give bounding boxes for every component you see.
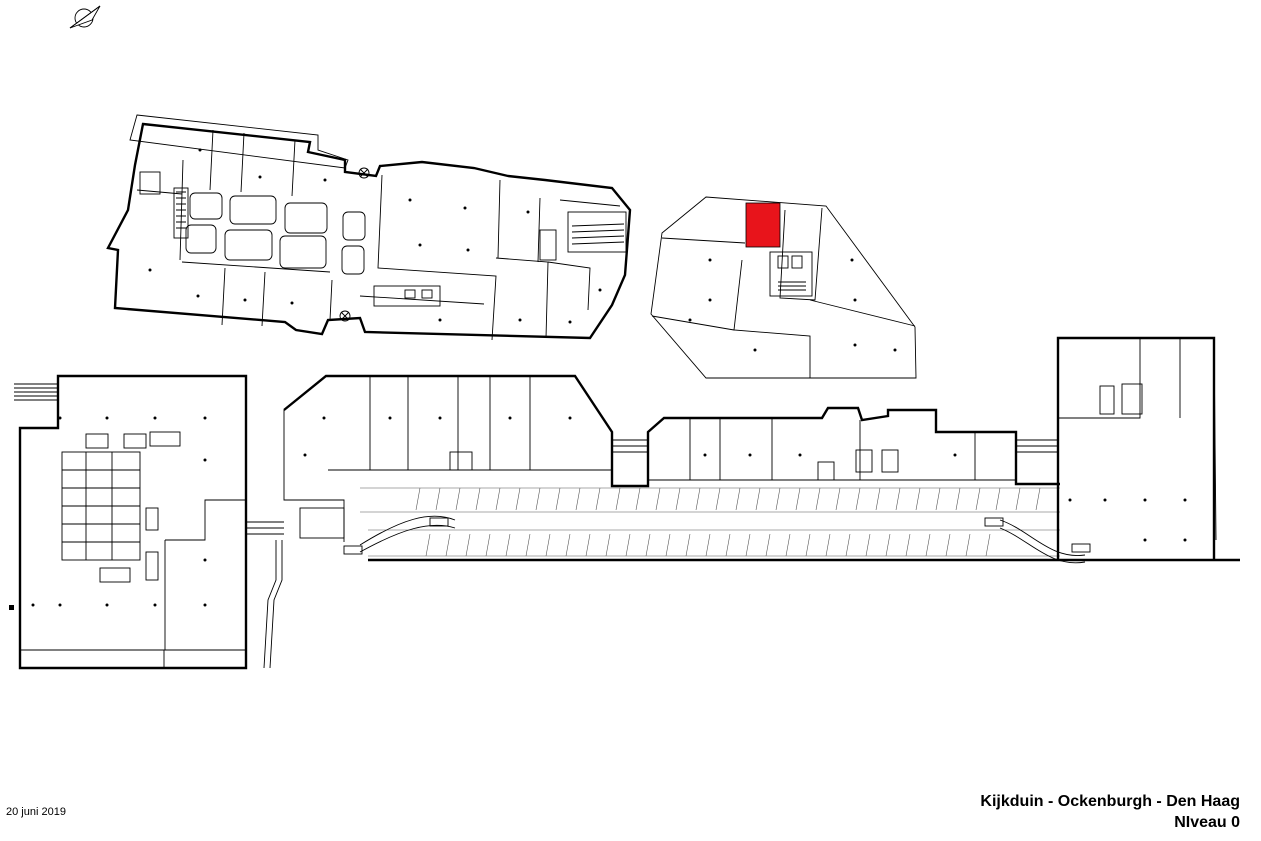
level-label: NIveau 0 — [1174, 814, 1240, 831]
highlighted-unit[interactable] — [745, 202, 781, 248]
north-west-building[interactable] — [106, 114, 632, 341]
south-west-building[interactable] — [9, 374, 284, 670]
map-title: Kijkduin - Ockenburgh - Den Haag — [980, 793, 1240, 810]
south-central-building[interactable] — [283, 374, 1240, 564]
compass-north-arrow-icon — [69, 5, 101, 29]
south-east-building[interactable] — [1056, 336, 1217, 560]
north-east-building[interactable] — [650, 196, 917, 379]
plan-date: 20 juni 2019 — [6, 806, 66, 818]
